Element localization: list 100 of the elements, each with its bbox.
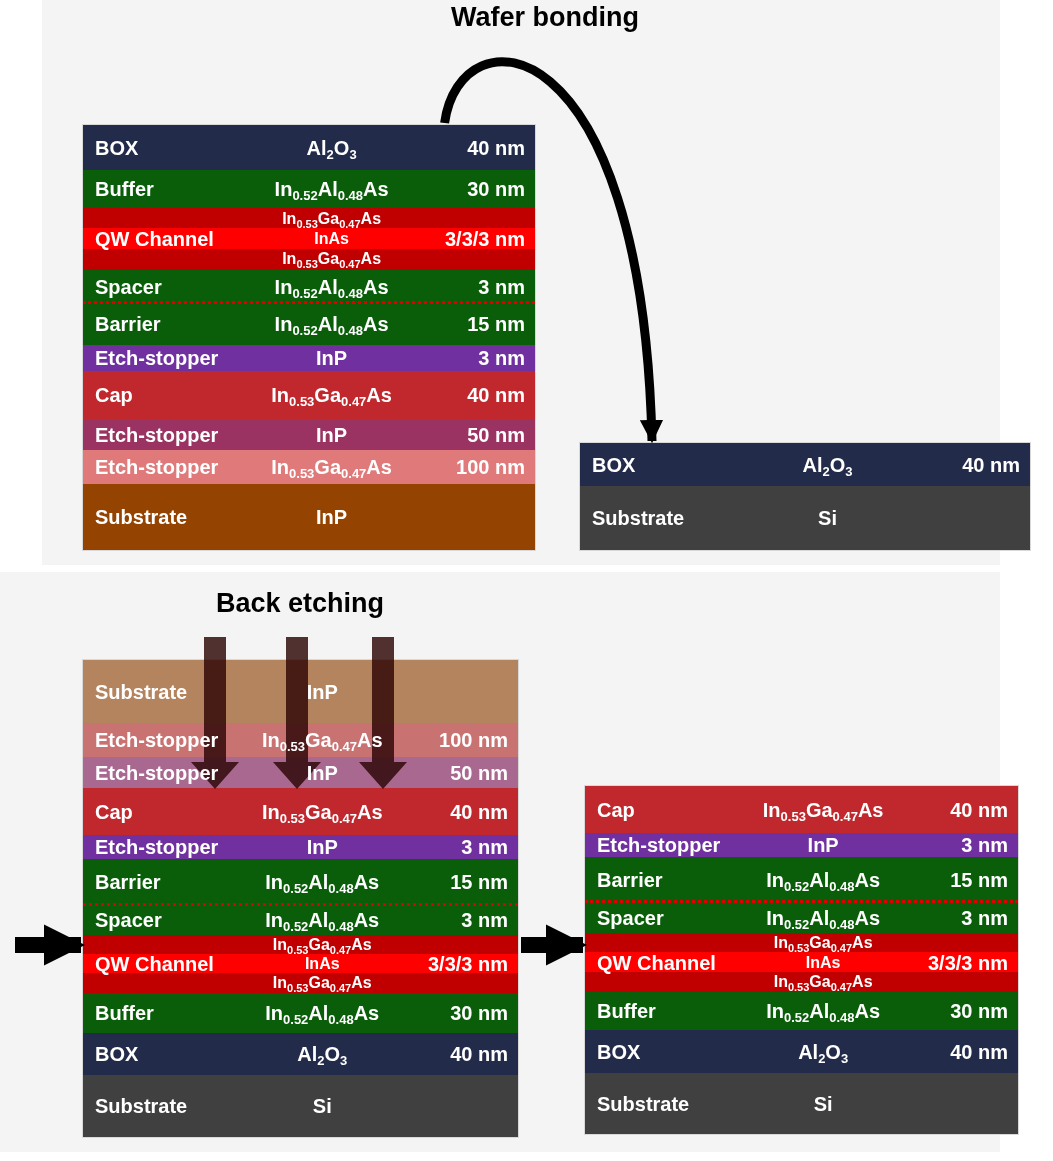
material-formula: In$_{0.52}$Al$_{0.48}$As <box>274 276 389 297</box>
material-formula: InP <box>316 424 348 445</box>
layer-band <box>83 1033 518 1075</box>
layer-name: Barrier <box>95 872 161 892</box>
thickness-label: 40 nm <box>467 137 525 158</box>
material-formula: In$_{0.53}$Ga$_{0.47}$As <box>773 973 873 990</box>
thickness-label: 3 nm <box>961 907 1008 928</box>
layer-name: Spacer <box>95 276 162 297</box>
layer-band <box>83 345 535 371</box>
thickness-label: 40 nm <box>950 1041 1008 1062</box>
layer-name: BOX <box>95 1044 139 1064</box>
layer-name: Substrate <box>592 508 685 528</box>
layer-band <box>580 486 1030 550</box>
material-formula: In$_{0.53}$Ga$_{0.47}$As <box>271 385 392 405</box>
layer-band <box>585 786 1018 833</box>
material-formula: InAs <box>805 954 841 971</box>
thickness-label: 100 nm <box>439 730 508 750</box>
thickness-label: 15 nm <box>450 872 508 892</box>
layer-band <box>83 371 535 419</box>
layer-name: Barrier <box>597 869 663 890</box>
layer-name: Buffer <box>597 1001 656 1021</box>
layer-band <box>585 902 1018 933</box>
layer-name: Substrate <box>597 1093 690 1114</box>
layer-stack <box>83 125 535 550</box>
material-formula: InP <box>306 837 338 857</box>
layer-band <box>83 303 535 345</box>
layer-name: Etch-stopper <box>95 348 219 368</box>
material-formula: Si <box>312 1096 332 1116</box>
thickness-label: 3 nm <box>478 348 525 368</box>
material-formula: Al$_{2}$O$_{3}$ <box>297 1044 348 1064</box>
layer-name: BOX <box>592 454 636 475</box>
material-formula: In$_{0.52}$Al$_{0.48}$As <box>274 179 389 199</box>
layer-name: BOX <box>597 1041 641 1062</box>
layer-name: Etch-stopper <box>95 457 219 477</box>
material-formula: InP <box>316 348 348 368</box>
layer-name: BOX <box>95 137 139 158</box>
layer-name: Etch-stopper <box>95 837 219 857</box>
material-formula: Al$_{2}$O$_{3}$ <box>802 454 853 475</box>
thickness-label: 3 nm <box>461 837 508 857</box>
material-formula: Al$_{2}$O$_{3}$ <box>306 137 357 158</box>
step-title: Back etching <box>215 588 385 619</box>
layer-name: Etch-stopper <box>597 835 721 855</box>
material-formula: In$_{0.53}$Ga$_{0.47}$As <box>773 935 873 951</box>
material-formula: InP <box>316 507 348 527</box>
layer-stack <box>580 443 1030 550</box>
thickness-label: 30 nm <box>450 1003 508 1023</box>
layer-name: Substrate <box>95 681 188 702</box>
material-formula: Si <box>813 1093 833 1114</box>
material-formula: In$_{0.52}$Al$_{0.48}$As <box>766 869 881 890</box>
layer-band <box>83 935 518 993</box>
thickness-label: 40 nm <box>950 799 1008 820</box>
layer-name: Buffer <box>95 179 154 199</box>
layer-name: Buffer <box>95 1003 154 1023</box>
layer-name: Spacer <box>95 910 162 930</box>
layer-band <box>83 170 535 208</box>
material-formula: In$_{0.52}$Al$_{0.48}$As <box>265 910 380 930</box>
material-formula: Si <box>818 508 837 528</box>
layer-band <box>83 859 518 905</box>
thickness-label: 3/3/3 nm <box>444 229 525 249</box>
material-formula: In$_{0.52}$Al$_{0.48}$As <box>274 314 389 334</box>
thickness-label: 3 nm <box>961 835 1008 855</box>
arrow <box>15 924 86 966</box>
material-formula: In$_{0.52}$Al$_{0.48}$As <box>265 1003 380 1023</box>
layer-name: Substrate <box>95 1096 188 1116</box>
layer-band <box>585 857 1018 902</box>
layer-name: Barrier <box>95 314 161 334</box>
material-formula: Al$_{2}$O$_{3}$ <box>798 1041 849 1062</box>
material-formula: In$_{0.52}$Al$_{0.48}$As <box>766 1001 881 1021</box>
layer-band <box>585 1073 1018 1134</box>
thickness-label: 40 nm <box>450 1044 508 1064</box>
material-formula: In$_{0.53}$Ga$_{0.47}$As <box>272 975 372 992</box>
layer-name: Substrate <box>95 507 188 527</box>
layer-name: QW Channel <box>95 229 214 249</box>
thickness-label: 30 nm <box>467 179 525 199</box>
edge-label: Wafer bonding <box>451 2 639 33</box>
thickness-label: 3/3/3 nm <box>927 952 1008 973</box>
layer-band <box>83 450 535 484</box>
arrow <box>521 924 588 966</box>
layer-name: Cap <box>95 385 133 405</box>
layer-band <box>83 484 535 550</box>
material-formula: InAs <box>304 956 340 972</box>
material-formula: InP <box>807 835 839 855</box>
layer-band <box>83 270 535 303</box>
thickness-label: 50 nm <box>467 424 525 445</box>
thickness-label: 3/3/3 nm <box>427 954 508 974</box>
layer-band <box>83 1075 518 1137</box>
material-formula: In$_{0.52}$Al$_{0.48}$As <box>766 907 881 928</box>
thickness-label: 40 nm <box>450 801 508 822</box>
material-formula: In$_{0.52}$Al$_{0.48}$As <box>265 872 380 892</box>
layer-name: Spacer <box>597 907 664 928</box>
layer-stack <box>83 660 518 1137</box>
material-formula: In$_{0.53}$Ga$_{0.47}$As <box>271 457 392 477</box>
layer-band <box>585 933 1018 992</box>
layer-name: Cap <box>95 801 133 822</box>
layer-band <box>580 443 1030 486</box>
thickness-label: 50 nm <box>450 762 508 783</box>
arrow <box>440 57 663 444</box>
thickness-label: 100 nm <box>456 457 525 477</box>
thickness-label: 3 nm <box>461 910 508 930</box>
thickness-label: 40 nm <box>962 454 1020 475</box>
